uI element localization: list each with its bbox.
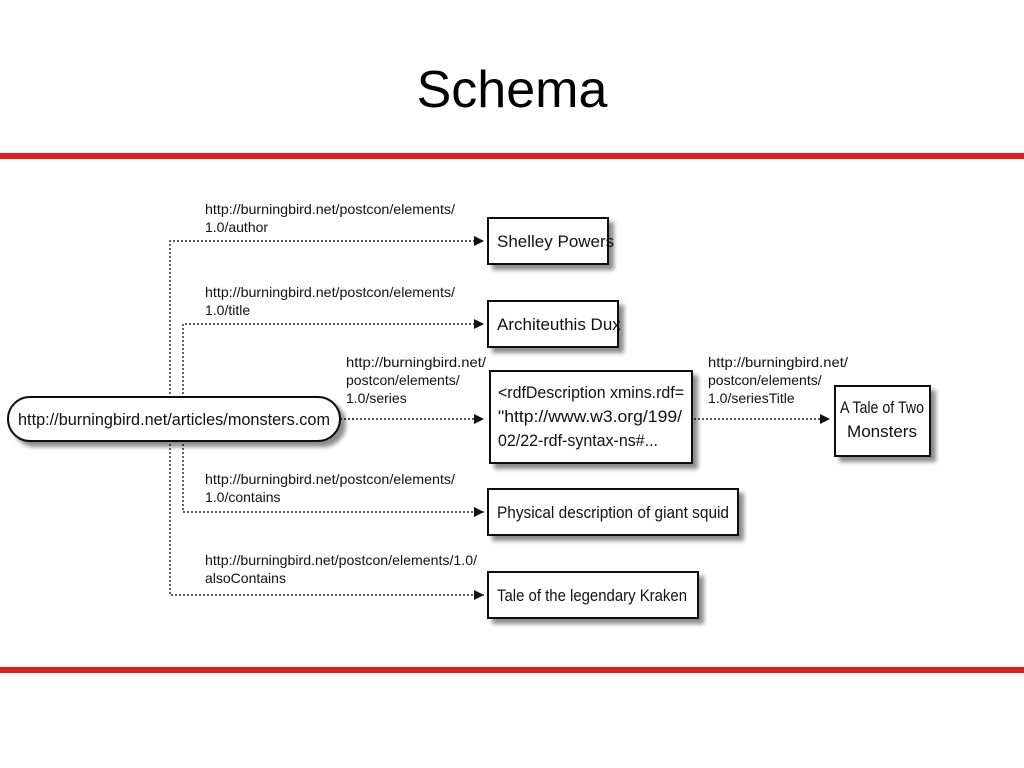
edge-series-label-1: http://burningbird.net/ (346, 354, 486, 370)
edge-title-label-2: 1.0/title (205, 302, 250, 318)
edge-title-label-1: http://burningbird.net/postcon/elements/ (205, 284, 455, 300)
edge-contains-label-1: http://burningbird.net/postcon/elements/ (205, 471, 455, 487)
edge-author-label-2: 1.0/author (205, 219, 268, 235)
edge-title-line (182, 319, 484, 398)
target-box-series (489, 370, 693, 464)
target-box-seriestitle (834, 385, 931, 457)
edge-series-label-3: 1.0/series (346, 390, 407, 406)
target-title-text: Architeuthis Dux (497, 315, 621, 334)
target-series-text-1: <rdfDescription xmins.rdf= (498, 383, 684, 402)
edge-alsocontains-label-2: alsoContains (205, 570, 286, 586)
subject-label: http://burningbird.net/articles/monsters… (18, 410, 330, 429)
target-labels: Shelley Powers Architeuthis Dux <rdfDesc… (497, 232, 924, 605)
subject-node: http://burningbird.net/articles/monsters… (7, 396, 341, 442)
edge-seriestitle-label-2: postcon/elements/ (708, 372, 822, 388)
bottom-divider (0, 667, 1024, 673)
target-contains-text: Physical description of giant squid (497, 503, 729, 522)
edge-series-label-2: postcon/elements/ (346, 372, 460, 388)
edge-seriestitle-label-3: 1.0/seriesTitle (708, 390, 795, 406)
target-seriestitle-text-2: Monsters (847, 422, 917, 441)
connector-lines (169, 241, 830, 600)
edge-contains-label-2: 1.0/contains (205, 489, 281, 505)
edge-author-line (169, 241, 484, 420)
target-box-alsocontains (487, 571, 699, 619)
target-box-contains (487, 488, 739, 536)
edge-alsocontains-label-1: http://burningbird.net/postcon/elements/… (205, 552, 477, 568)
top-divider (0, 153, 1024, 159)
target-series-text-2: "http://www.w3.org/199/ (498, 407, 682, 426)
target-alsocontains-text: Tale of the legendary Kraken (497, 586, 687, 605)
edge-contains-line (182, 440, 484, 517)
edge-alsocontains-line (169, 440, 484, 600)
target-nodes (487, 217, 931, 619)
target-box-title (487, 300, 619, 348)
target-seriestitle-text-1: A Tale of Two (840, 398, 924, 417)
edge-seriestitle-label-1: http://burningbird.net/ (708, 354, 848, 370)
edge-labels: http://burningbird.net/postcon/elements/… (205, 201, 848, 586)
target-box-author (487, 217, 609, 265)
slide-title: Schema (416, 61, 608, 119)
edge-author-label-1: http://burningbird.net/postcon/elements/ (205, 201, 455, 217)
target-series-text-3: 02/22-rdf-syntax-ns#... (498, 431, 658, 450)
target-author-text: Shelley Powers (497, 232, 614, 251)
